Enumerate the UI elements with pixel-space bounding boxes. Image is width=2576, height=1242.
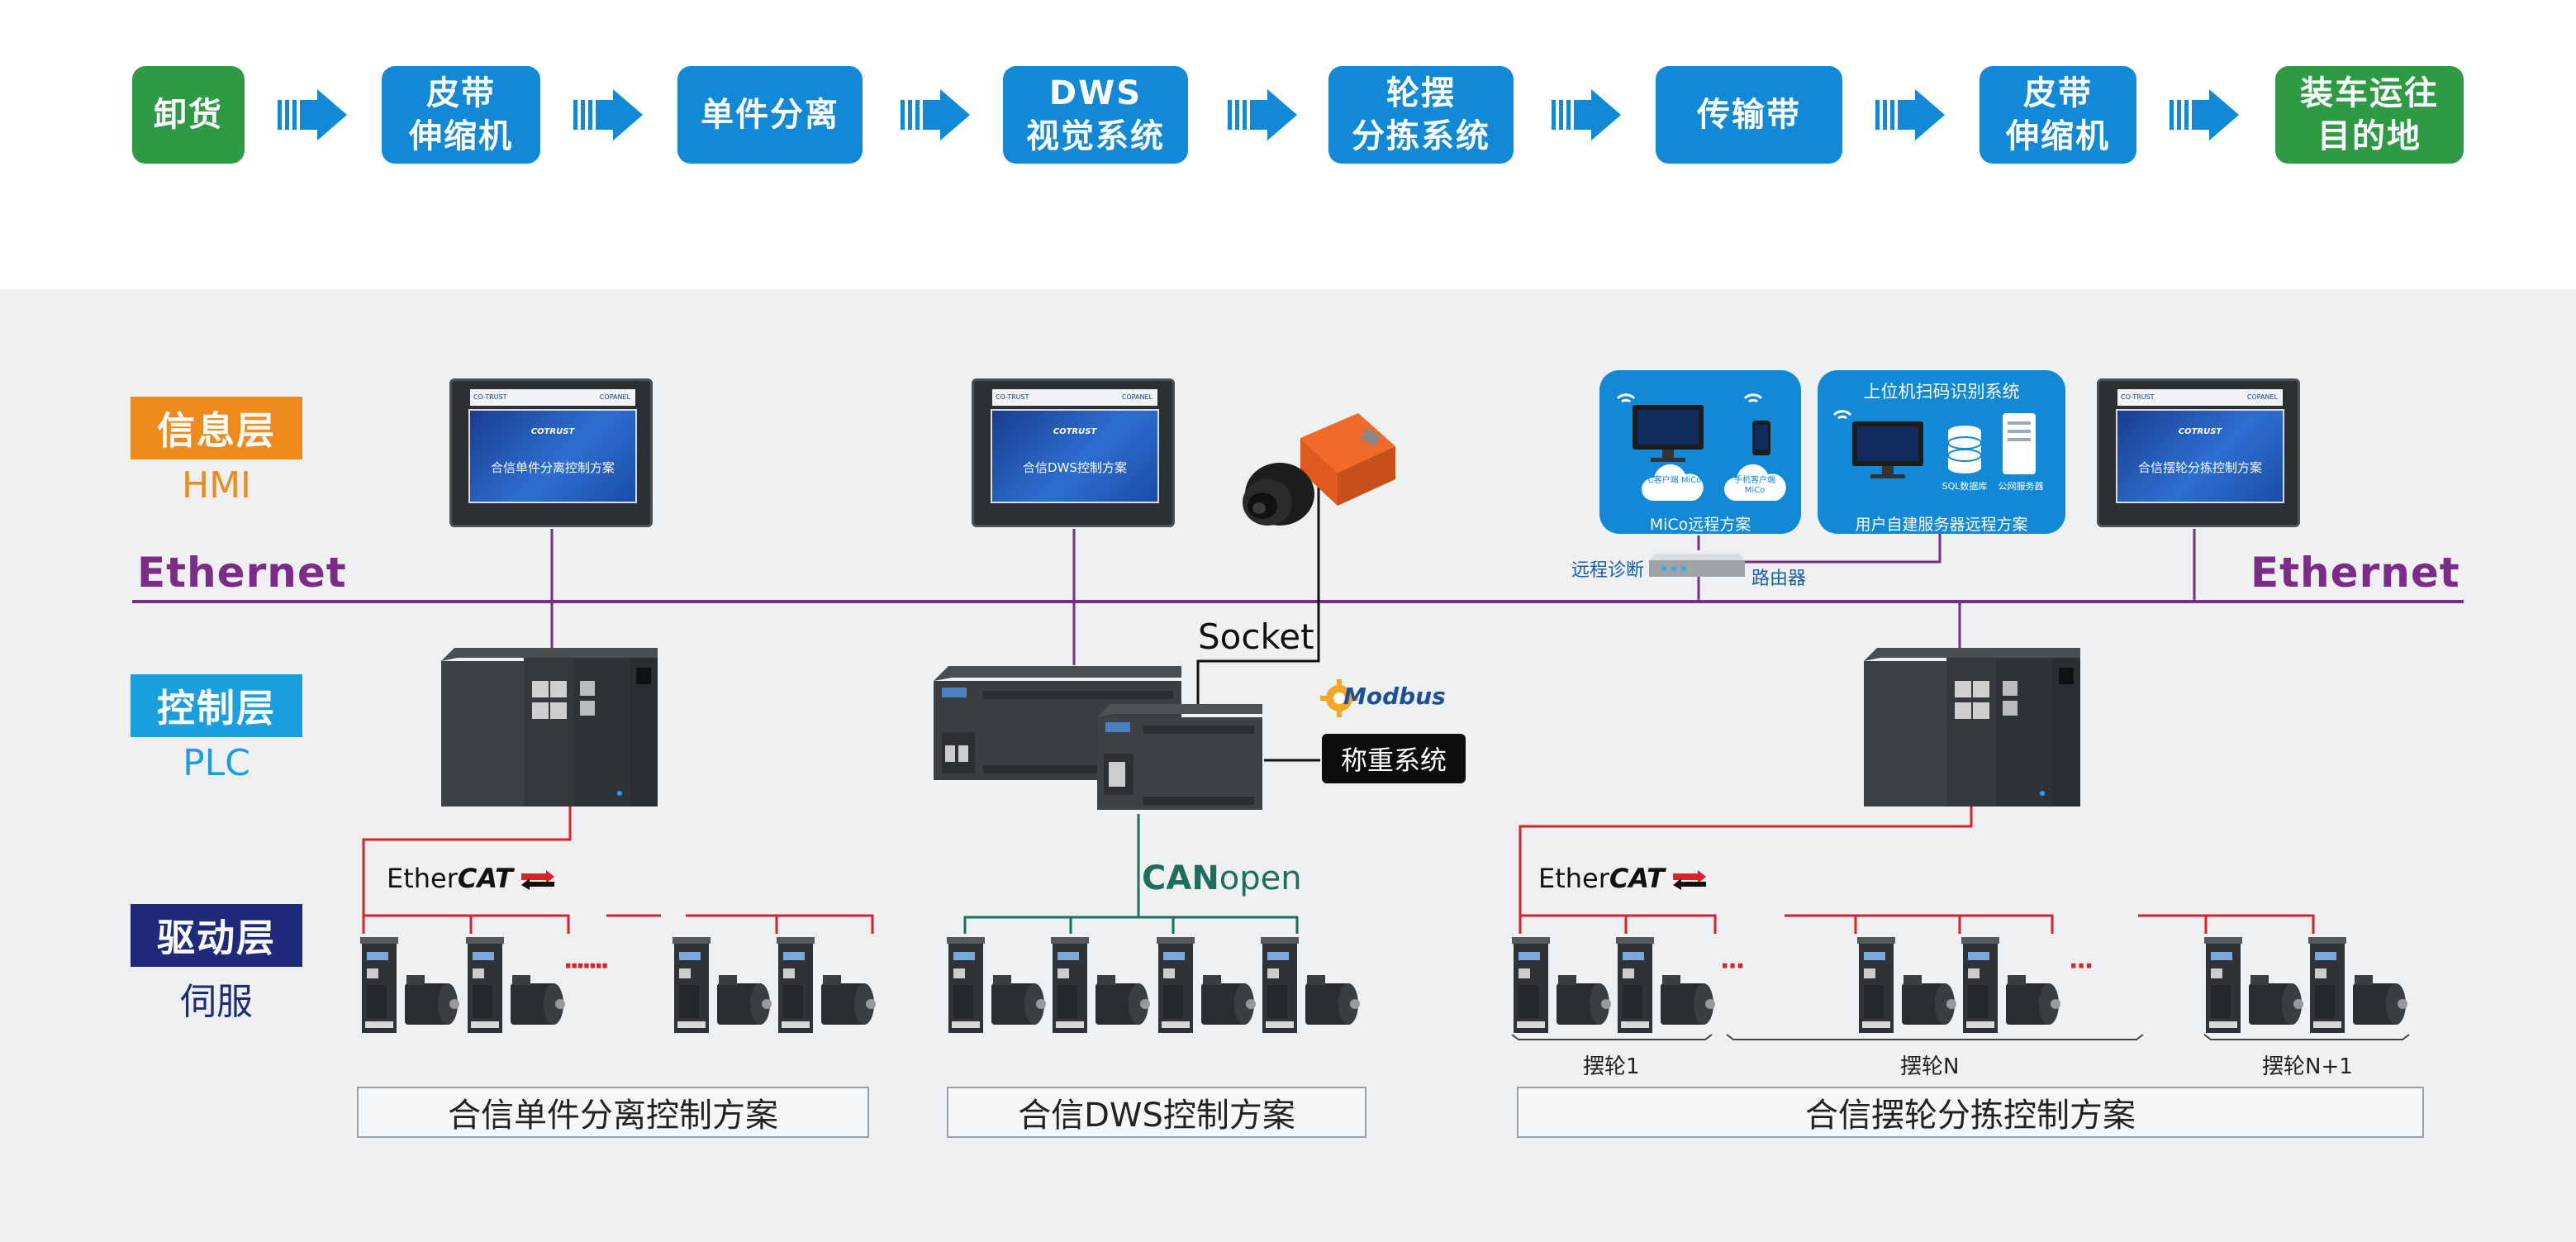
- hmi-caption: 合信DWS控制方案: [1023, 460, 1127, 475]
- hmi-brand: CO-TRUST COPANEL: [470, 389, 635, 406]
- hmi-brand: CO-TRUST COPANEL: [992, 389, 1157, 406]
- wifi-icon: [1616, 393, 1636, 403]
- servo-drive-icon: [1857, 937, 1956, 1033]
- flow-arrow-icon: [901, 89, 970, 140]
- router-icon: [1649, 554, 1745, 577]
- flow-arrow-icon: [2170, 89, 2239, 140]
- hmi-logo: COTRUST: [530, 427, 575, 436]
- servo-drive-icon: [1157, 937, 1256, 1033]
- flow-arrow-icon: [1875, 89, 1945, 140]
- wheel-group-n-plus-1: 摆轮N+1: [2262, 1054, 2353, 1079]
- mico-remote-box: PC客户端 MiCo 手机客户端 MiCo MiCo远程方案: [1599, 370, 1801, 534]
- hmi-screen: COTRUST 合信摆轮分拣控制方案: [2116, 409, 2284, 503]
- flow-arrow-icon: [573, 89, 643, 140]
- hmi-panel-singulation: CO-TRUST COPANEL COTRUST 合信单件分离控制方案: [449, 378, 653, 527]
- database-icon: [1947, 426, 1982, 473]
- hmi-caption: 合信单件分离控制方案: [490, 460, 615, 475]
- wheel-group-1: 摆轮1: [1583, 1054, 1640, 1079]
- servo-drive-icon: [2308, 937, 2407, 1033]
- hmi-panel-wheel-sorter: CO-TRUST COPANEL COTRUST 合信摆轮分拣控制方案: [2097, 378, 2300, 527]
- servo-drive-icon: [360, 937, 459, 1033]
- flow-step-singulation: 单件分离: [677, 66, 863, 164]
- ethernet-label-left: Ethernet: [137, 549, 347, 597]
- monitor-icon: [1852, 421, 1923, 478]
- hmi-screen: COTRUST 合信DWS控制方案: [991, 409, 1159, 503]
- flow-step-load-to-destination: 装车运往 目的地: [2275, 66, 2464, 164]
- wifi-icon: [1832, 410, 1852, 420]
- layer-sub-servo: 伺服: [180, 981, 253, 1023]
- servo-drive-icon: [1051, 937, 1150, 1033]
- hmi-logo: COTRUST: [1053, 427, 1097, 436]
- cloud-icon: [1641, 464, 1704, 501]
- hmi-caption: 合信摆轮分拣控制方案: [2137, 460, 2262, 475]
- flow-step-belt-extender-1: 皮带 伸缩机: [382, 66, 540, 164]
- servo-drive-icon: [466, 937, 565, 1033]
- monitor-icon: [1633, 405, 1704, 462]
- ethercat-logo-right: EtherCAT: [1538, 863, 1707, 894]
- mico-title: MiCo远程方案: [1649, 516, 1751, 534]
- router-label: 路由器: [1751, 569, 1807, 589]
- server-title: 上位机扫码识别系统: [1863, 382, 2020, 402]
- ellipsis-left: ·······: [563, 952, 610, 981]
- layer-tag-info: 信息层: [131, 397, 302, 459]
- layer-sub-plc: PLC: [183, 742, 250, 784]
- flow-step-conveyor: 传输带: [1656, 66, 1842, 164]
- solution-label-dws: 合信DWS控制方案: [947, 1087, 1366, 1138]
- servo-drive-icon: [673, 937, 772, 1033]
- mico-pc-label: PC客户端 MiCo: [1642, 476, 1702, 485]
- flow-step-dws: DWS 视觉系统: [1003, 66, 1188, 164]
- public-server-label: 公网服务器: [1998, 481, 2044, 492]
- servo-drive-icon: [2204, 937, 2303, 1033]
- remote-diagnosis-label: 远程诊断: [1571, 560, 1645, 581]
- wifi-icon: [1743, 393, 1763, 403]
- ellipsis-right-2: ···: [2069, 952, 2094, 981]
- canopen-logo: CANopen: [1142, 859, 1302, 897]
- servo-drive-icon: [1961, 937, 2060, 1033]
- server-icon: [2003, 413, 2036, 474]
- wheel-group-n: 摆轮N: [1900, 1054, 1960, 1079]
- cloud-icon: [1723, 464, 1786, 501]
- plc-dws-expansion: [1097, 704, 1262, 810]
- hmi-logo: COTRUST: [2178, 427, 2222, 436]
- layer-tag-control: 控制层: [131, 674, 302, 737]
- servo-drive-icon: [1512, 937, 1611, 1033]
- hmi-panel-dws: CO-TRUST COPANEL COTRUST 合信DWS控制方案: [972, 378, 1175, 527]
- flow-arrow-icon: [1228, 89, 1297, 140]
- modbus-gear-icon: [1320, 679, 1358, 717]
- servo-drive-icon: [947, 937, 1046, 1033]
- layer-tag-drive: 驱动层: [131, 904, 302, 967]
- ethernet-label-right: Ethernet: [2250, 549, 2460, 597]
- modbus-label: Modbus: [1343, 683, 1446, 710]
- weigh-system-badge: 称重系统: [1322, 734, 1466, 783]
- db-label: SQL数据库: [1942, 481, 1988, 492]
- ethercat-logo-left: EtherCAT: [387, 863, 555, 894]
- ethercat-arrow-icon: [1673, 870, 1707, 890]
- modbus-logo: Modbus: [1319, 678, 1459, 719]
- hmi-screen: COTRUST 合信单件分离控制方案: [468, 409, 637, 503]
- flow-arrow-icon: [1552, 89, 1621, 140]
- hmi-brand: CO-TRUST COPANEL: [2117, 389, 2283, 406]
- mico-phone-label: 手机客户端 MiCo: [1734, 476, 1775, 495]
- ethercat-arrow-icon: [521, 870, 555, 890]
- flow-arrow-icon: [278, 89, 347, 140]
- camera-icon: [1243, 413, 1395, 526]
- socket-label: Socket: [1198, 616, 1314, 657]
- servo-drive-icon: [1616, 937, 1715, 1033]
- servo-drive-icon: [777, 937, 876, 1033]
- flow-step-unload: 卸货: [132, 66, 245, 164]
- flow-step-belt-extender-2: 皮带 伸缩机: [1980, 66, 2136, 164]
- servo-drive-icon: [1261, 937, 1360, 1033]
- server-remote-box: 上位机扫码识别系统 SQL数据库 公网服务器 用户自建服务器远程方案: [1818, 370, 2065, 534]
- flow-step-wheel-sorter: 轮摆 分拣系统: [1328, 66, 1514, 164]
- layer-sub-hmi: HMI: [181, 464, 252, 507]
- phone-icon: [1752, 421, 1770, 455]
- plc-wheel-sorter: [1864, 648, 2080, 807]
- ellipsis-right-1: ···: [1720, 952, 1745, 981]
- server-footer: 用户自建服务器远程方案: [1855, 516, 2028, 534]
- solution-label-wheel-sorter: 合信摆轮分拣控制方案: [1517, 1087, 2424, 1138]
- plc-singulation: [441, 648, 658, 807]
- solution-label-singulation: 合信单件分离控制方案: [357, 1087, 869, 1138]
